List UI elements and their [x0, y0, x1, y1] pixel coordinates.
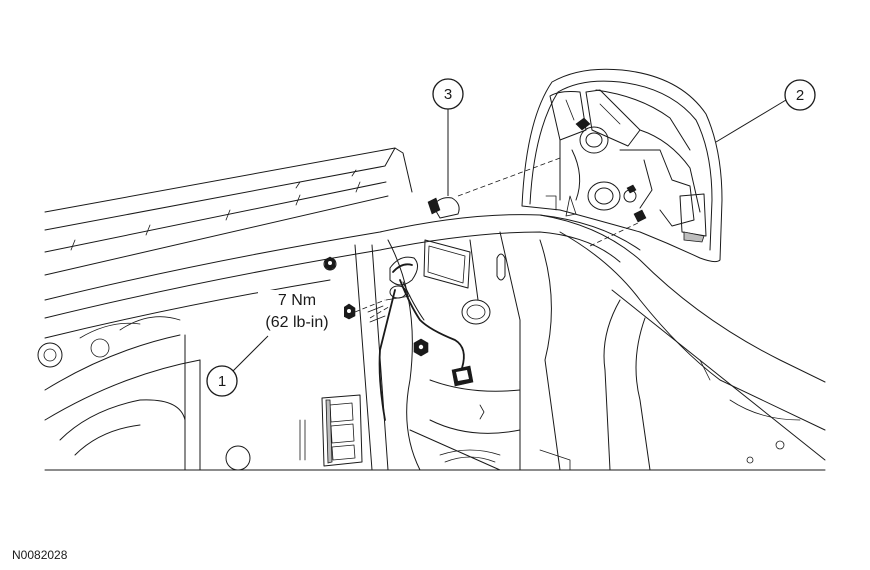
svg-text:3: 3 [444, 86, 452, 103]
callout-1-leader [231, 335, 269, 373]
vent-module [321, 394, 363, 467]
callout-2: 2 [784, 79, 816, 111]
torque-specification: 7 Nm (62 lb-in) [258, 290, 344, 334]
callout-2-leader [715, 99, 787, 143]
torque-spec-imperial: (62 lb-in) [265, 314, 328, 331]
callout-3: 3 [432, 78, 464, 110]
nut-lower [413, 338, 429, 357]
callout-1: 1 [206, 365, 238, 397]
svg-text:2: 2 [796, 87, 804, 104]
electrical-connector [427, 197, 460, 219]
svg-text:1: 1 [218, 373, 226, 390]
tail-lamp-assembly [521, 68, 723, 263]
lamp-socket-grommet [385, 256, 418, 301]
nut-upper [323, 256, 337, 271]
wiring-harness [378, 279, 474, 421]
harness-connector [451, 365, 474, 387]
torque-spec-metric: 7 Nm [278, 292, 316, 309]
nut-middle [342, 303, 356, 320]
vehicle-body-structure [37, 147, 826, 471]
figure-reference-id: N0082028 [12, 548, 68, 562]
